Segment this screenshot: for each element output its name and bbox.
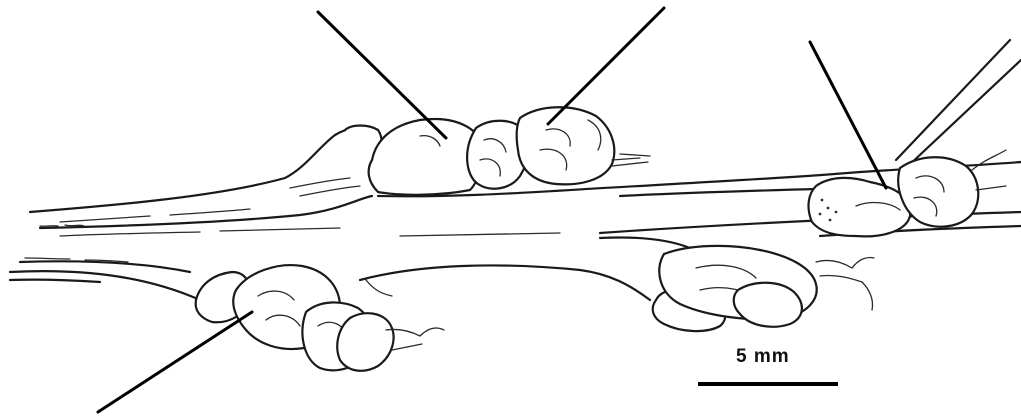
right-bud-cluster [809, 40, 1021, 236]
scale-bar-group: 5 mm [698, 346, 838, 384]
pointer-line-lower-left [98, 312, 252, 412]
pointer-line-upper-left [318, 12, 446, 138]
lower-right-bud-cluster [653, 246, 874, 331]
pointer-line-upper-right [810, 42, 886, 188]
upper-left-bud-cluster [345, 107, 650, 195]
pointer-line-upper-middle [548, 8, 664, 124]
scale-label: 5 mm [736, 346, 790, 367]
lower-left-bud-cluster [196, 265, 444, 371]
